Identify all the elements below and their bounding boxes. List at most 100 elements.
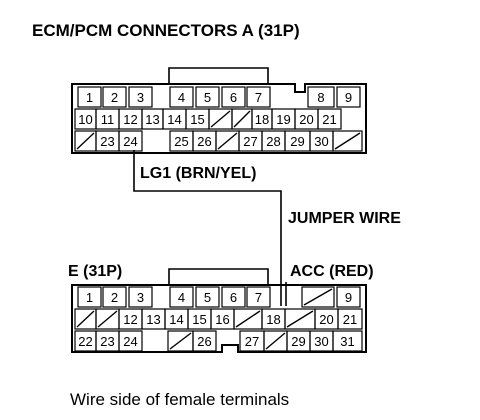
terminal-number: 3 [137,90,144,105]
diagram-title: ECM/PCM CONNECTORS A (31P) [32,21,300,40]
terminal-number: 11 [101,112,115,127]
connector-e-outline [71,284,367,353]
terminal-number: 4 [178,290,185,305]
lg1-wire [133,150,282,306]
acc-label: ACC (RED) [290,263,374,280]
terminal-number: 4 [178,90,185,105]
unused-terminal-mark [169,332,192,350]
connector_a-cell: 10 [74,108,97,130]
terminal-number: 15 [190,112,204,127]
terminal-number: 28 [266,134,280,149]
connector_e-cell: 30 [309,330,334,352]
connector_a-cell: 26 [192,130,217,152]
terminal-number: 21 [322,112,336,127]
connector_a-cell: 20 [294,108,319,130]
connector_e-cell [301,286,335,308]
terminal-number: 13 [146,312,160,327]
terminal-number: 14 [167,112,181,127]
connector_e-cell: 16 [210,308,235,330]
connector_a-cell [215,130,240,152]
terminal-number: 16 [215,312,229,327]
terminal-number: 1 [86,290,93,305]
connector_e-cell: 22 [74,330,97,352]
connector_a-cell: 11 [95,108,120,130]
terminal-number: 2 [111,290,118,305]
connector_e-cell: 9 [336,286,361,308]
terminal-number: 20 [299,112,313,127]
connector_a-cell [74,130,97,152]
connector_e-cell: 3 [128,286,153,308]
connector_a-cell: 9 [336,86,361,108]
terminal-number: 22 [78,334,92,349]
wire-label: LG1 (BRN/YEL) [140,165,256,182]
terminal-number: 13 [145,112,159,127]
unused-terminal-mark [97,310,118,328]
connector_e-cell: 7 [246,286,271,308]
terminal-number: 5 [204,90,211,105]
terminal-number: 15 [192,312,206,327]
connector_e-cell [74,308,97,330]
terminal-number: 24 [123,134,137,149]
terminal-number: 30 [314,134,328,149]
connector_a-cell: 24 [118,130,143,152]
connector_e-cell: 29 [286,330,311,352]
connector-a-outline [71,83,367,154]
unused-terminal-mark [235,310,261,328]
terminal-number: 6 [230,90,237,105]
terminal-number: 5 [204,290,211,305]
unused-terminal-mark [303,288,333,306]
terminal-number: 18 [255,112,269,127]
connector_a-cell: 27 [238,130,263,152]
terminal-number: 29 [291,334,305,349]
connector_e-cell [233,308,263,330]
connector_e-cell: 20 [314,308,339,330]
jumper-wire-label: JUMPER WIRE [288,210,401,227]
terminal-number: 7 [255,90,262,105]
connector_a-cell: 15 [185,108,210,130]
terminal-number: 8 [317,90,324,105]
terminal-number: 18 [266,312,280,327]
connector_e-cell: 23 [95,330,120,352]
connector_a-cell: 29 [284,130,311,152]
connector_e-cell: 2 [102,286,127,308]
terminal-number: 12 [123,312,137,327]
connector-a-lock-tab [168,67,269,84]
terminal-number: 26 [197,134,211,149]
terminal-number: 14 [169,312,183,327]
connector_a-cell [332,130,363,152]
terminal-number: 27 [245,334,259,349]
connector_a-cell: 8 [307,86,335,108]
connector_a-cell: 19 [271,108,296,130]
connector_e-cell [284,308,316,330]
connector_a-cell: 23 [95,130,120,152]
terminal-number: 29 [290,134,304,149]
unused-terminal-mark [265,332,286,350]
connector_a-cell: 1 [77,86,102,108]
connector_a-cell: 6 [221,86,246,108]
connector_e-cell [95,308,120,330]
connector_e-cell: 15 [187,308,212,330]
terminal-number: 21 [343,312,357,327]
terminal-number: 24 [123,334,137,349]
terminal-number: 1 [86,90,93,105]
connector_a-cell: 12 [118,108,143,130]
connector_e-cell: 12 [118,308,143,330]
terminal-number: 31 [340,334,354,349]
connector_e-cell: 18 [261,308,286,330]
connector_e-cell: 14 [164,308,189,330]
connector_a-cell: 25 [169,130,194,152]
unused-terminal-mark [233,110,251,128]
connector_e-cell: 1 [77,286,102,308]
connector_a-cell: 3 [128,86,153,108]
connector_e-cell: 27 [239,330,265,352]
connector-e-label: E (31P) [68,263,122,280]
connector_a-cell [231,108,253,130]
connector_e-cell: 5 [195,286,220,308]
connector_a-cell: 5 [195,86,220,108]
connector_e-cell [167,330,194,352]
caption: Wire side of female terminals [70,390,289,409]
terminal-number: 30 [314,334,328,349]
connector_a-cell: 28 [261,130,286,152]
